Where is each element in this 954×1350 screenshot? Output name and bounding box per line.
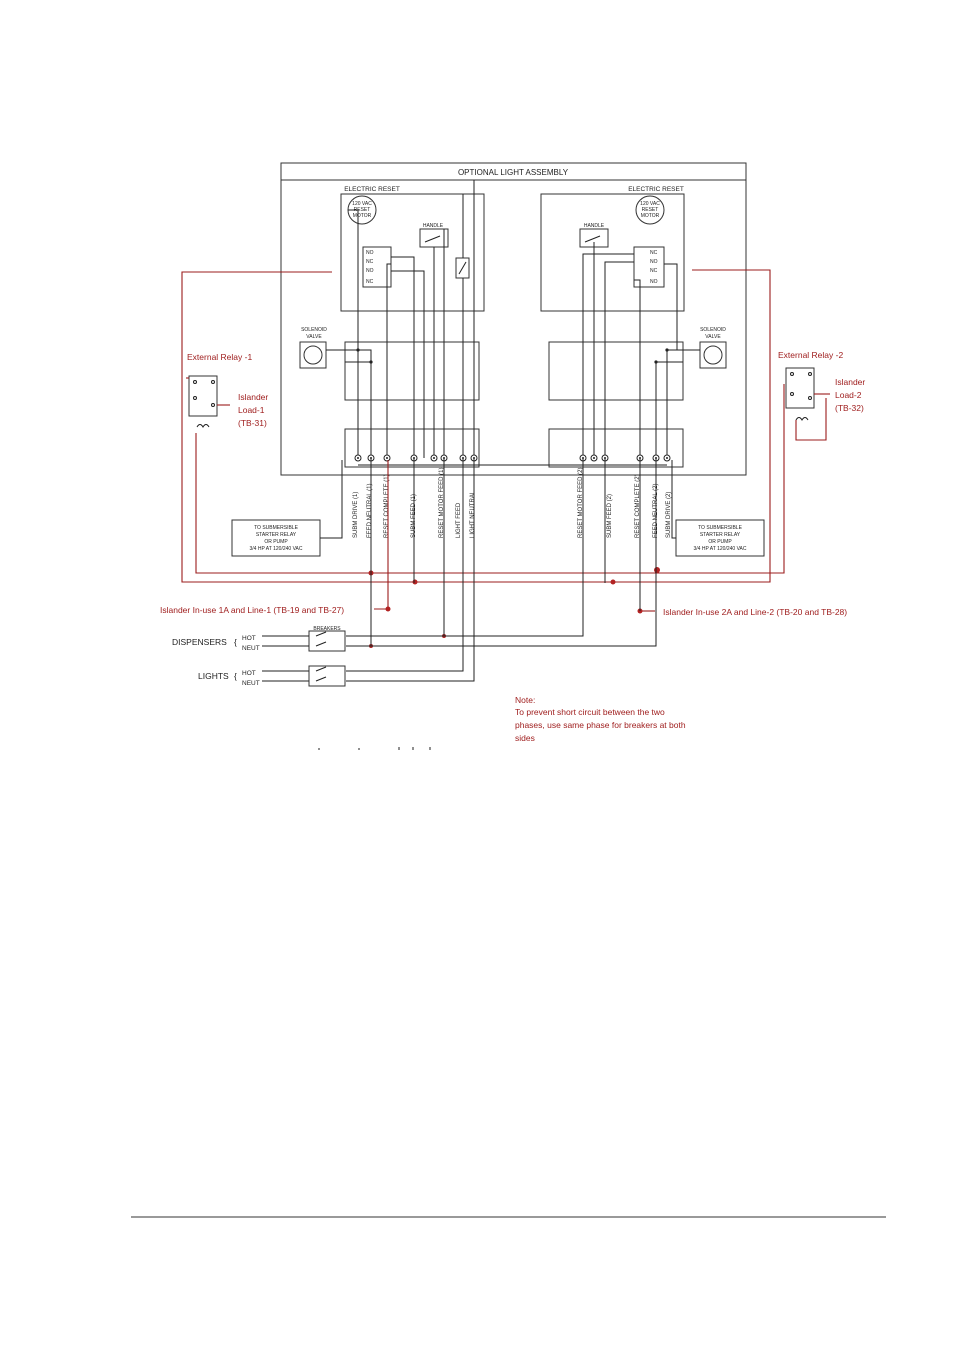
svg-text:{: { (234, 671, 237, 681)
right-solenoid (699, 341, 727, 369)
svg-text:MOTOR: MOTOR (641, 213, 660, 219)
svg-text:To prevent short circuit betwe: To prevent short circuit between the two (515, 707, 665, 717)
svg-text:VALVE: VALVE (306, 334, 322, 340)
svg-text:(TB-31): (TB-31) (238, 418, 267, 428)
right-motor (635, 195, 665, 225)
svg-text:Islander: Islander (238, 392, 268, 402)
svg-text:SOLENOID: SOLENOID (301, 327, 327, 333)
left-switch-block (362, 246, 392, 288)
svg-text:Islander: Islander (835, 377, 865, 387)
svg-text:NO: NO (650, 279, 658, 285)
svg-text:VALVE: VALVE (705, 334, 721, 340)
right-terminal-label: RESET COMPLETE (2) (635, 474, 641, 538)
right-reset-box (540, 193, 685, 312)
svg-text:NC: NC (650, 250, 658, 256)
svg-text:(TB-32): (TB-32) (835, 403, 864, 413)
main-enclosure (280, 162, 747, 476)
left-terminal-label: LIGHT FEED (456, 502, 462, 538)
svg-text:NC: NC (650, 268, 658, 274)
svg-text:OR PUMP: OR PUMP (264, 539, 288, 545)
external-relay-1-label: External Relay -1 (187, 352, 252, 362)
right-terminal-label: SUBM DRIVE (2) (666, 492, 672, 538)
svg-text:NC: NC (366, 279, 374, 285)
svg-text:TO SUBMERSIBLE: TO SUBMERSIBLE (698, 525, 742, 531)
svg-text:NO: NO (366, 250, 374, 256)
right-switch-block (633, 246, 665, 288)
svg-text:NC: NC (366, 259, 374, 265)
svg-text:{: { (234, 637, 237, 647)
left-terminal-label: FEED NEUTRAL (1) (367, 484, 373, 538)
in-use-2-label: Islander In-use 2A and Line-2 (TB-20 and… (663, 607, 847, 617)
svg-text:NO: NO (366, 268, 374, 274)
svg-text:OR PUMP: OR PUMP (708, 539, 732, 545)
in-use-1-label: Islander In-use 1A and Line-1 (TB-19 and… (160, 605, 344, 615)
svg-text:120 VAC: 120 VAC (640, 201, 660, 207)
left-reset-box (340, 193, 485, 312)
svg-text:SOLENOID: SOLENOID (700, 327, 726, 333)
svg-text:NEUT: NEUT (242, 645, 260, 652)
right-terminal-strip (548, 428, 684, 468)
dispensers-label: DISPENSERS (172, 637, 227, 647)
svg-text:Load-2: Load-2 (835, 390, 862, 400)
external-relay-2 (785, 367, 815, 409)
note: Note: To prevent short circuit between t… (515, 695, 686, 743)
external-relay-2-label: External Relay -2 (778, 350, 843, 360)
svg-text:NO: NO (650, 259, 658, 265)
svg-text:HANDLE: HANDLE (584, 223, 605, 229)
right-reset-title: ELECTRIC RESET (628, 186, 684, 193)
svg-text:STARTER RELAY: STARTER RELAY (256, 532, 297, 538)
left-terminal-label: RESET MOTOR FEED (1) (439, 468, 445, 538)
top-box-title: OPTIONAL LIGHT ASSEMBLY (458, 168, 569, 177)
left-terminal-label: RESET COMPLETE (1) (384, 474, 390, 538)
svg-text:RESET: RESET (642, 207, 659, 213)
svg-text:MOTOR: MOTOR (353, 213, 372, 219)
svg-text:TO SUBMERSIBLE: TO SUBMERSIBLE (254, 525, 298, 531)
left-solenoid (299, 341, 327, 369)
svg-text:RESET: RESET (354, 207, 371, 213)
svg-text:3/4 HP AT 120/240 VAC: 3/4 HP AT 120/240 VAC (250, 546, 303, 552)
svg-text:HOT: HOT (242, 670, 256, 677)
svg-text:HOT: HOT (242, 635, 256, 642)
left-terminal-strip (344, 428, 480, 468)
left-terminal-label: SUBM DRIVE (1) (353, 492, 359, 538)
svg-text:Load-1: Load-1 (238, 405, 265, 415)
left-reset-title: ELECTRIC RESET (344, 186, 400, 193)
svg-text:Note:: Note: (515, 695, 535, 705)
breakers-label: BREAKERS (313, 626, 341, 632)
breaker-lights (308, 665, 346, 687)
svg-text:3/4 HP AT 120/240 VAC: 3/4 HP AT 120/240 VAC (694, 546, 747, 552)
svg-text:sides: sides (515, 733, 535, 743)
external-relay-1 (188, 375, 218, 417)
lights-label: LIGHTS (198, 671, 229, 681)
right-terminal-label: SUBM FEED (2) (607, 494, 613, 538)
left-terminal-label: LIGHT NEUTRAL (470, 490, 476, 538)
svg-text:NEUT: NEUT (242, 680, 260, 687)
svg-text:phases, use same phase for bre: phases, use same phase for breakers at b… (515, 720, 686, 730)
right-terminal-label: RESET MOTOR FEED (2) (578, 468, 584, 538)
svg-text:120 VAC: 120 VAC (352, 201, 372, 207)
breaker-dispensers (308, 630, 346, 652)
svg-text:HANDLE: HANDLE (423, 223, 444, 229)
svg-text:STARTER RELAY: STARTER RELAY (700, 532, 741, 538)
